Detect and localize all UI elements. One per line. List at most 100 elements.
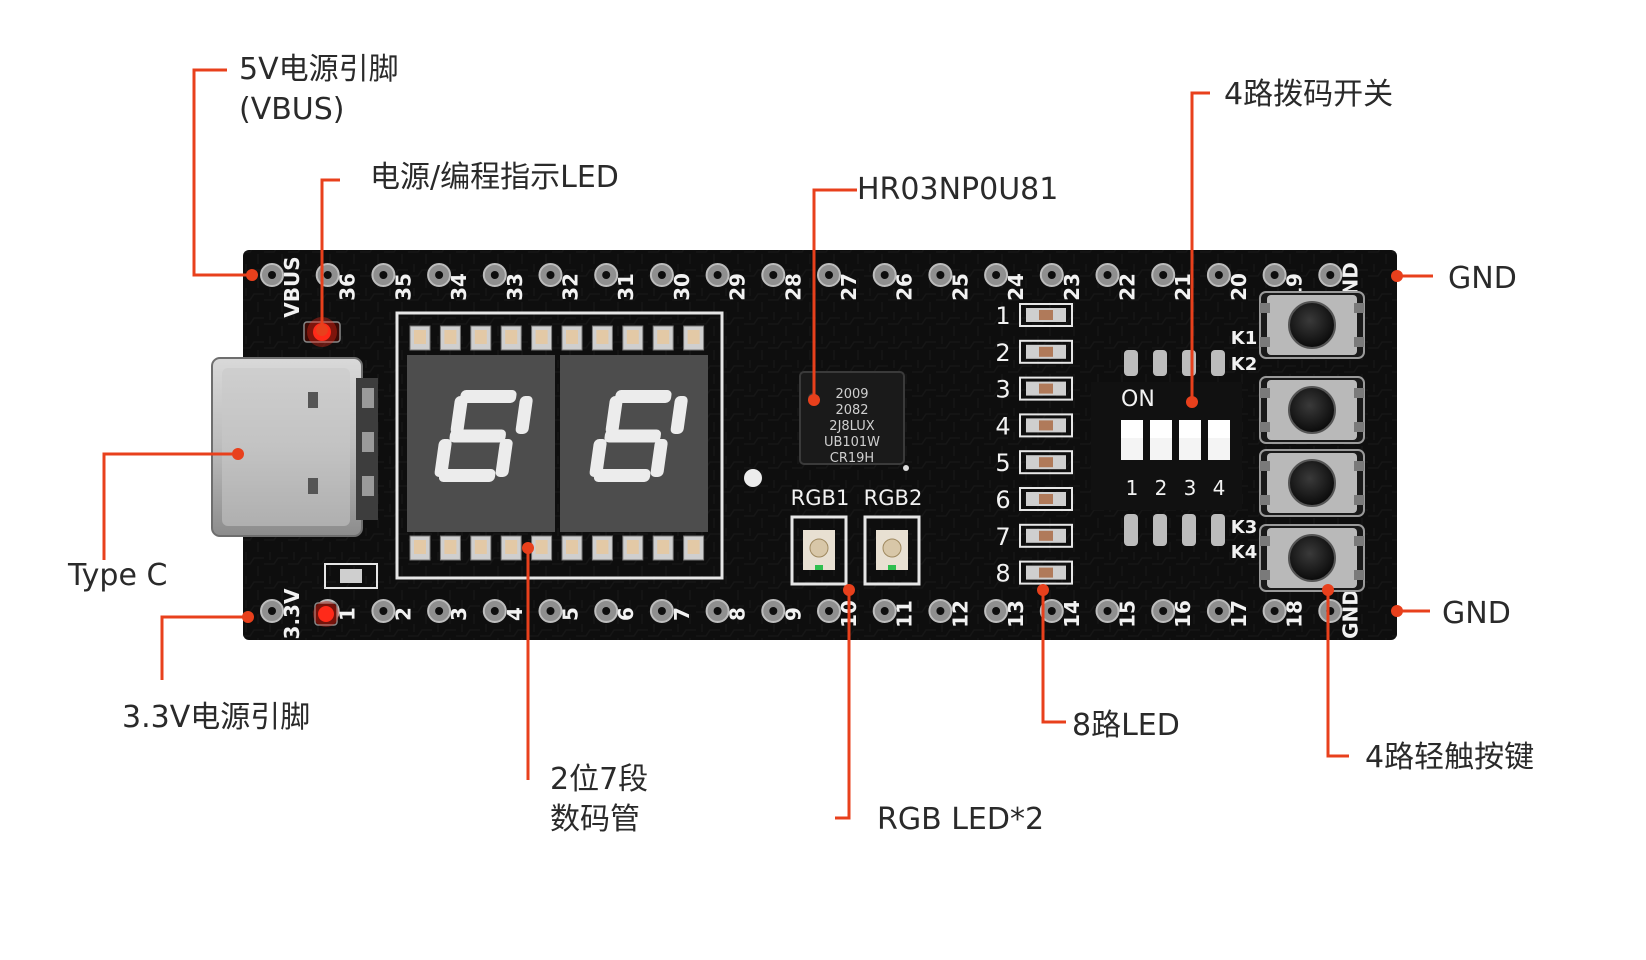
bottom-pin-label-17: 17 <box>1227 600 1251 628</box>
rgb1-label: RGB1 <box>791 486 850 510</box>
led-5 <box>1019 450 1073 475</box>
seven-seg-callout-line1: 2位7段 <box>550 762 649 797</box>
top-pin-label-1: 36 <box>336 273 360 301</box>
gnd-top-callout: GND <box>1448 261 1517 296</box>
vbus-callout: 5V电源引脚 (VBUS) <box>239 50 399 130</box>
bottom-pin-label-4: 4 <box>503 607 527 621</box>
power-component <box>324 563 378 589</box>
led-number-3: 3 <box>995 376 1010 404</box>
bottom-pin-label-14: 14 <box>1060 600 1084 628</box>
usb-type-c-connector <box>211 357 378 537</box>
chip-callout: HR03NP0U81 <box>857 172 1059 207</box>
led-number-6: 6 <box>995 486 1010 514</box>
rgb-led-callout: RGB LED*2 <box>877 802 1045 837</box>
key-label-k4: K4 <box>1231 542 1257 563</box>
bottom-pin-label-8: 8 <box>726 607 750 621</box>
seven-seg-callout-line2: 数码管 <box>550 802 640 837</box>
led-number-5: 5 <box>995 449 1010 477</box>
top-pin-label-5: 32 <box>559 273 583 301</box>
led-7 <box>1019 523 1073 548</box>
digit1-hseg-0 <box>460 390 517 403</box>
key-label-k1: K1 <box>1231 328 1257 349</box>
dip-number-3: 3 <box>1184 476 1197 500</box>
top-pin-label-0: VBUS <box>280 256 304 317</box>
bottom-pin-label-6: 6 <box>614 607 638 621</box>
tact-keys-callout: 4路轻触按键 <box>1365 740 1535 775</box>
bottom-pin-label-12: 12 <box>948 600 972 628</box>
digit2-vseg-2 <box>589 439 607 477</box>
led-8 <box>1019 560 1073 585</box>
tact-key-4[interactable] <box>1288 534 1336 582</box>
gnd-bottom-callout: GND <box>1442 596 1511 631</box>
bottom-pin-label-7: 7 <box>670 607 694 621</box>
digit2-hseg-0 <box>615 390 672 403</box>
seven-segment-digit-1 <box>434 390 533 482</box>
digit2-vseg-0 <box>605 396 623 434</box>
leader-lines <box>102 68 1433 820</box>
bottom-pin-label-2: 2 <box>391 607 415 621</box>
tact-key-2[interactable] <box>1288 386 1336 434</box>
rgb-led-1 <box>790 515 848 586</box>
digit1-vseg-0 <box>450 396 468 434</box>
eight-led-callout: 8路LED <box>1072 708 1180 743</box>
key-label-k2: K2 <box>1231 354 1257 375</box>
top-pin-label-13: 24 <box>1004 273 1028 301</box>
digit2-vseg-3 <box>650 439 668 477</box>
chip-marking-line-1: 2082 <box>835 403 868 418</box>
dip-number-4: 4 <box>1213 476 1226 500</box>
bottom-pin-label-1: 1 <box>336 607 360 621</box>
digit2-dot <box>744 469 762 487</box>
top-pin-label-7: 30 <box>670 273 694 301</box>
digit1-hseg-1 <box>449 429 506 443</box>
vbus-callout-line2: (VBUS) <box>239 92 345 127</box>
led-1 <box>1019 303 1073 327</box>
top-pin-label-8: 29 <box>726 273 750 301</box>
bottom-pin-label-3: 3 <box>447 607 471 621</box>
rgb2-label: RGB2 <box>864 486 923 510</box>
bottom-pin-label-0: 3.3V <box>280 588 304 639</box>
top-pin-label-10: 27 <box>837 273 861 301</box>
bottom-pin-label-9: 9 <box>781 607 805 621</box>
leader-dots <box>232 269 1403 623</box>
top-pin-label-9: 28 <box>781 273 805 301</box>
bottom-pin-label-13: 13 <box>1004 600 1028 628</box>
rgb-led-2 <box>863 515 921 586</box>
led-3 <box>1019 376 1073 401</box>
bottom-pin-label-19: GND <box>1338 589 1362 639</box>
digit1-vseg-3 <box>495 439 513 477</box>
vbus-callout-line1: 5V电源引脚 <box>239 52 399 87</box>
digit2-hseg-1 <box>604 429 661 443</box>
led-number-4: 4 <box>995 412 1010 440</box>
seven-segment-display <box>395 311 762 580</box>
bottom-pin-label-5: 5 <box>559 607 583 621</box>
key-label-k3: K3 <box>1231 517 1257 538</box>
led-number-2: 2 <box>995 339 1010 367</box>
seven-segment-digit-2 <box>589 390 762 487</box>
led-number-8: 8 <box>995 560 1010 588</box>
chip-marking-line-2: 2J8LUX <box>829 419 874 434</box>
type-c-callout: Type C <box>68 558 168 593</box>
rgb-led-group: RGB1 RGB2 <box>790 486 923 586</box>
pin-3v3-callout: 3.3V电源引脚 <box>122 700 311 735</box>
bottom-pin-label-16: 16 <box>1171 600 1195 628</box>
chip-marking-line-4: CR19H <box>830 451 874 466</box>
tact-key-1[interactable] <box>1288 301 1336 349</box>
seven-seg-callout: 2位7段 数码管 <box>550 760 648 840</box>
bottom-pin-label-18: 18 <box>1283 600 1307 628</box>
tact-key-3[interactable] <box>1288 459 1336 507</box>
dip-number-2: 2 <box>1155 476 1168 500</box>
top-pin-label-12: 25 <box>948 273 972 301</box>
top-pin-label-2: 35 <box>391 273 415 301</box>
top-pin-label-6: 31 <box>614 273 638 301</box>
dip-on-label: ON <box>1121 387 1155 412</box>
led-4 <box>1019 413 1073 438</box>
led-2 <box>1019 339 1073 364</box>
top-pin-label-17: 20 <box>1227 273 1251 301</box>
led-number-7: 7 <box>995 523 1010 551</box>
